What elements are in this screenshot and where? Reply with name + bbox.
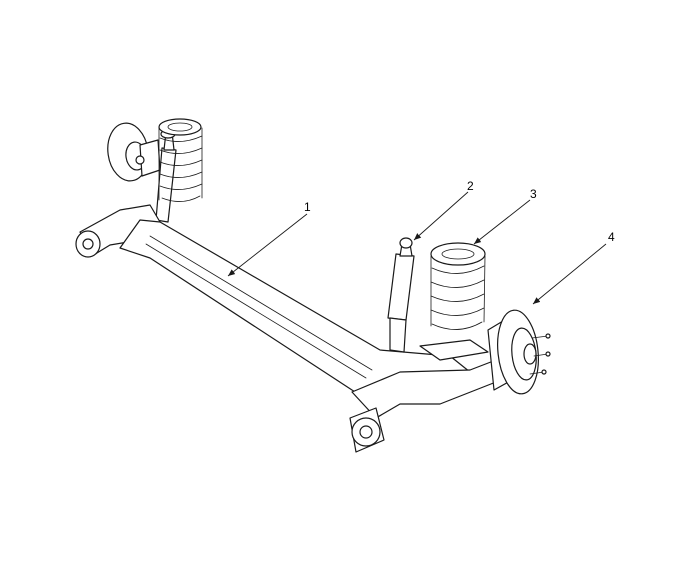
torsion-axle-beam bbox=[75, 204, 497, 453]
callout-label-3: 3 bbox=[530, 187, 537, 201]
callout-label-1: 1 bbox=[304, 200, 311, 214]
callout-label-2: 2 bbox=[467, 179, 474, 193]
right-shock-absorber bbox=[387, 237, 415, 353]
callout-3: 3 bbox=[473, 187, 537, 245]
callout-2: 2 bbox=[413, 179, 474, 241]
callout-label-4: 4 bbox=[608, 230, 615, 244]
callout-4: 4 bbox=[532, 230, 615, 305]
left-coil-spring bbox=[158, 118, 203, 202]
right-wheel-hub bbox=[487, 309, 551, 395]
right-coil-spring bbox=[430, 242, 486, 330]
left-wheel-hub bbox=[107, 122, 161, 182]
callout-1: 1 bbox=[227, 200, 311, 277]
